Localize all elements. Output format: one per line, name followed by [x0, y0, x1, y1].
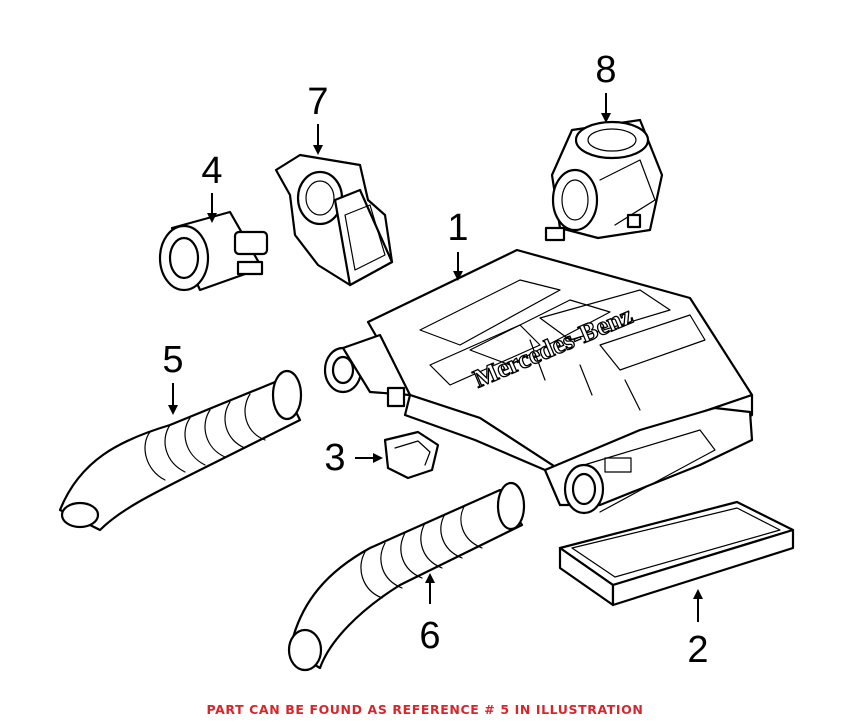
callout-5: 5 [162, 339, 184, 415]
svg-text:8: 8 [595, 49, 616, 91]
part-4-mass-air-flow-sensor[interactable] [158, 210, 269, 292]
callout-8: 8 [595, 49, 617, 123]
callout-7: 7 [307, 81, 329, 155]
part-8-intake-adapter[interactable] [544, 118, 664, 242]
callout-2: 2 [687, 589, 709, 671]
callout-3: 3 [324, 437, 383, 479]
part-7-throttle-body[interactable] [274, 153, 394, 287]
part-6-lower-intake-duct[interactable] [287, 481, 526, 672]
part-3-bracket[interactable] [383, 430, 440, 480]
callout-1: 1 [447, 207, 469, 281]
svg-text:1: 1 [447, 207, 468, 249]
svg-text:7: 7 [307, 81, 328, 123]
svg-text:4: 4 [201, 150, 222, 192]
svg-text:2: 2 [687, 629, 708, 671]
callout-4: 4 [201, 150, 223, 223]
part-5-intake-duct[interactable] [58, 369, 303, 532]
reference-note: PART CAN BE FOUND AS REFERENCE # 5 IN IL… [206, 702, 644, 717]
part-1-air-filter-housing[interactable] [323, 248, 754, 515]
svg-text:5: 5 [162, 339, 183, 381]
svg-text:6: 6 [419, 615, 440, 657]
callout-6: 6 [419, 573, 441, 657]
part-2-air-filter-element[interactable] [558, 500, 795, 607]
svg-text:3: 3 [324, 437, 345, 479]
